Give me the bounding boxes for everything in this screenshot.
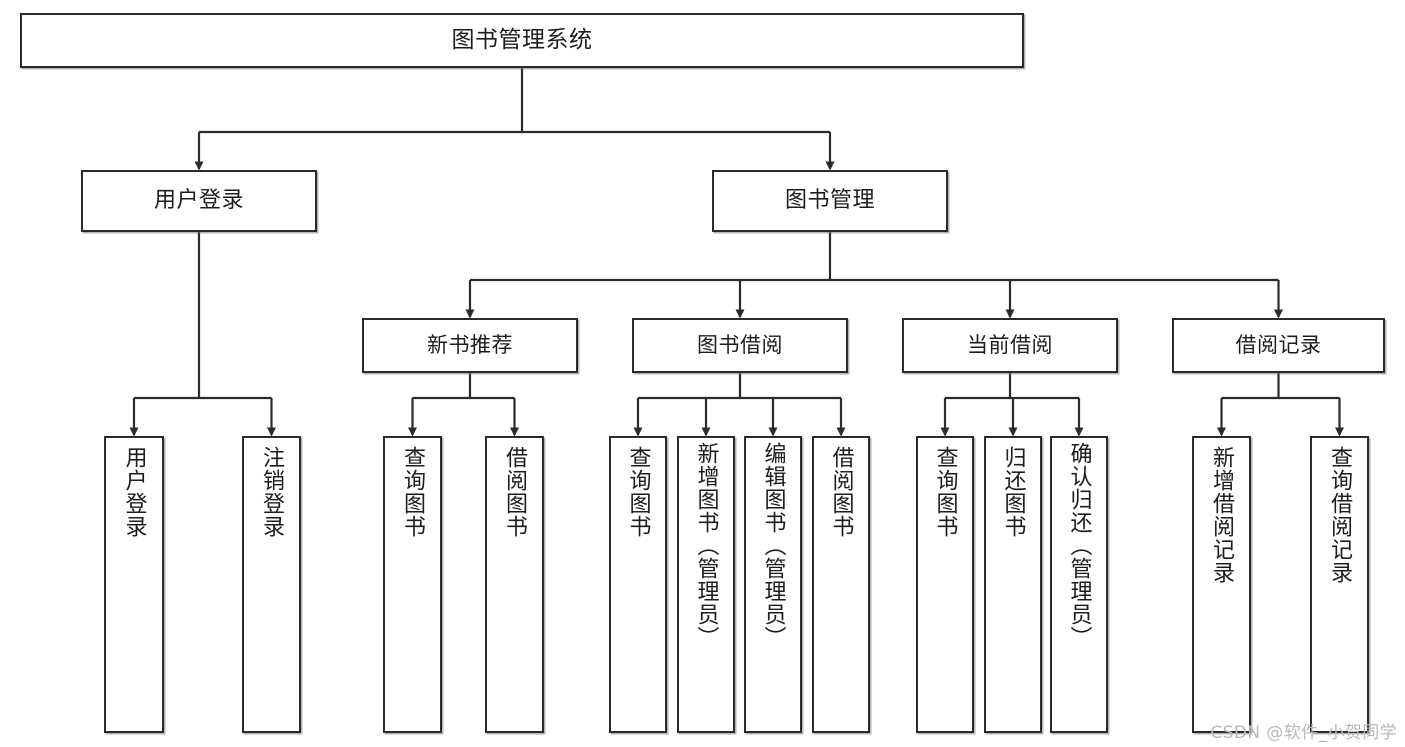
node-leaf-login-1[interactable]: 用户登录	[104, 436, 164, 733]
node-label: 新书推荐	[427, 332, 513, 357]
node-root[interactable]: 图书管理系统	[20, 13, 1024, 68]
node-label: 借阅记录	[1235, 332, 1322, 357]
node-label: 查询图书	[625, 446, 651, 538]
node-borrow[interactable]: 图书借阅	[632, 318, 848, 373]
node-label: 用户登录	[121, 446, 147, 538]
node-leaf-cur-3[interactable]: 确认归还（管理员）	[1050, 436, 1108, 733]
node-label: 图书管理	[784, 187, 875, 213]
node-label: 查询图书	[400, 446, 426, 538]
node-current[interactable]: 当前借阅	[902, 318, 1118, 373]
node-leaf-borrow-1[interactable]: 查询图书	[609, 436, 667, 733]
node-label: 新增图书（管理员）	[693, 442, 719, 649]
node-label: 编辑图书（管理员）	[760, 442, 786, 649]
node-leaf-cur-1[interactable]: 查询图书	[916, 436, 974, 733]
node-leaf-new-1[interactable]: 查询图书	[383, 436, 442, 733]
node-label: 当前借阅	[967, 332, 1053, 357]
node-leaf-borrow-2[interactable]: 新增图书（管理员）	[677, 436, 735, 733]
node-label: 查询图书	[932, 446, 958, 538]
node-bookmgmt[interactable]: 图书管理	[712, 170, 948, 232]
node-label: 图书管理系统	[451, 26, 593, 53]
node-leaf-cur-2[interactable]: 归还图书	[984, 436, 1042, 733]
node-login[interactable]: 用户登录	[81, 170, 317, 232]
node-label: 确认归还（管理员）	[1066, 442, 1092, 649]
node-leaf-borrow-3[interactable]: 编辑图书（管理员）	[744, 436, 802, 733]
node-label: 新增借阅记录	[1209, 446, 1235, 584]
node-record[interactable]: 借阅记录	[1172, 318, 1385, 373]
node-label: 借阅图书	[502, 446, 528, 538]
node-label: 借阅图书	[828, 446, 854, 538]
node-leaf-login-2[interactable]: 注销登录	[242, 436, 301, 733]
node-leaf-borrow-4[interactable]: 借阅图书	[812, 436, 870, 733]
node-leaf-rec-1[interactable]: 新增借阅记录	[1192, 436, 1251, 733]
node-leaf-new-2[interactable]: 借阅图书	[485, 436, 544, 733]
node-label: 归还图书	[1000, 446, 1026, 538]
node-leaf-rec-2[interactable]: 查询借阅记录	[1310, 436, 1369, 733]
node-label: 注销登录	[259, 446, 285, 538]
node-label: 用户登录	[153, 187, 244, 213]
node-newbook[interactable]: 新书推荐	[362, 318, 578, 373]
node-label: 查询借阅记录	[1327, 446, 1353, 584]
node-label: 图书借阅	[697, 332, 783, 357]
